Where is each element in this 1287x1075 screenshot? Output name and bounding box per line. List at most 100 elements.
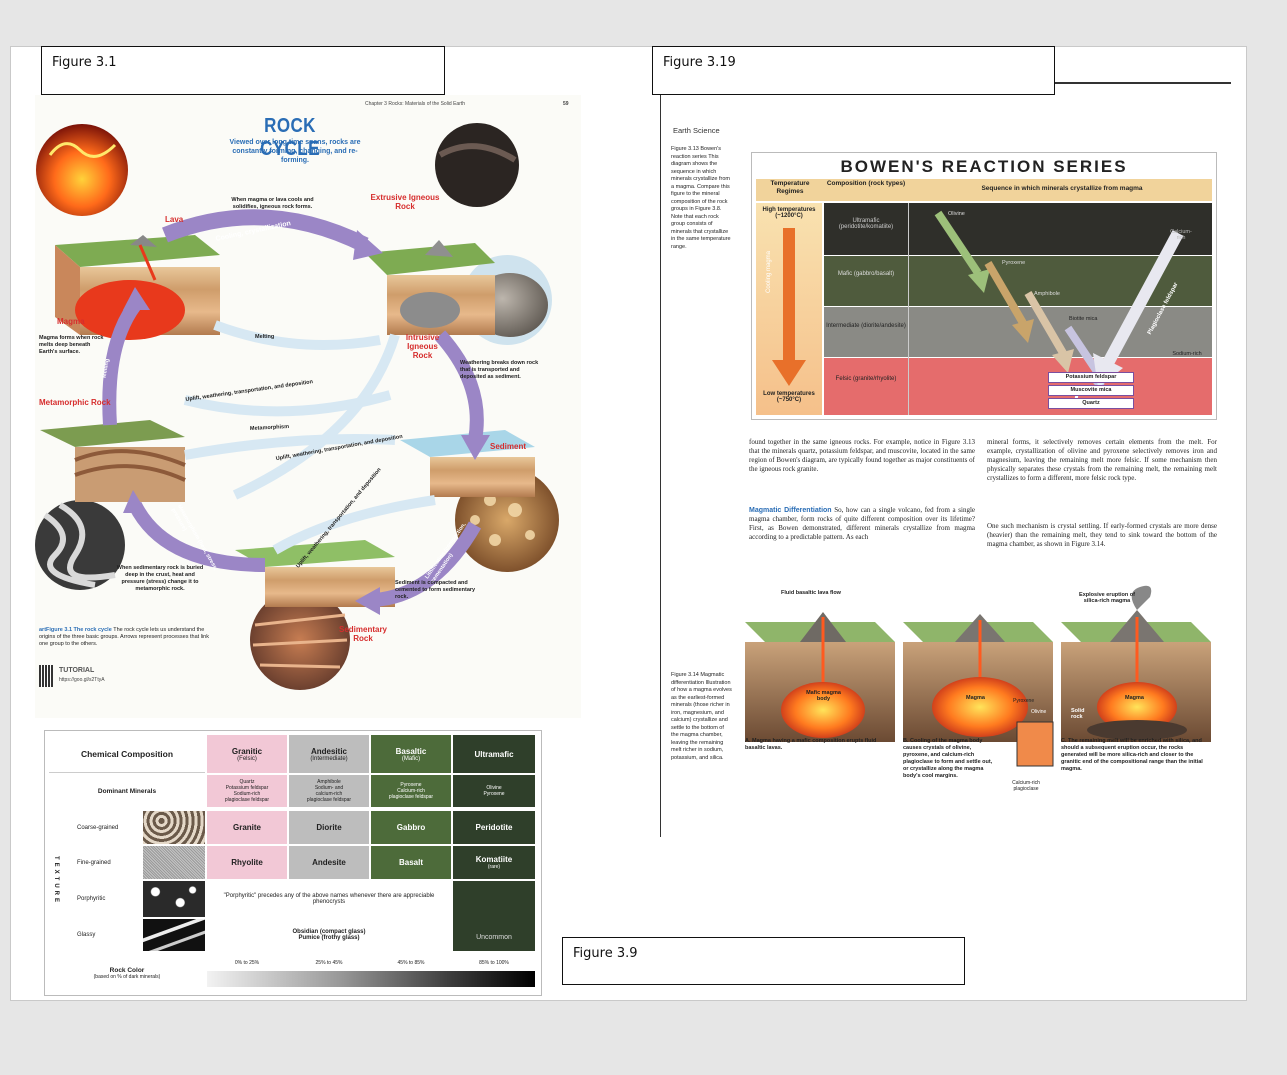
magmatic-diff-heading: Magmatic Differentiation — [749, 507, 832, 514]
obsidian-label: Obsidian (compact glass) — [292, 929, 366, 935]
glassy-cell: Obsidian (compact glass)Pumice (frothy g… — [207, 919, 451, 951]
rock-granite: Granite — [207, 811, 287, 844]
rock-color-sub: (based on % of dark minerals) — [93, 973, 161, 980]
rock-diorite: Diorite — [289, 811, 369, 844]
lava-label: Lava — [165, 215, 184, 224]
col-basaltic-name: Basaltic — [395, 746, 427, 756]
magma-label: Magma — [57, 317, 85, 326]
high-temp-label: High temperatures (~1200°C) — [762, 207, 816, 219]
chemical-composition-label: Chemical Composition — [49, 735, 205, 773]
pct-range-3: 85% to 100% — [479, 960, 509, 966]
fluid-basaltic-label: Fluid basaltic lava flow — [781, 590, 841, 596]
caption-head: artFigure 3.1 The rock cycle — [39, 627, 112, 633]
fine-texture-sample — [143, 846, 205, 879]
rock-komatiite-cell: Komatiite(rare) — [453, 846, 535, 879]
comp-felsic: Felsic (granite/rhyolite) — [835, 376, 897, 382]
divider — [908, 203, 909, 415]
band-ultramafic — [824, 203, 1212, 255]
band-felsic — [824, 358, 1212, 415]
weathering-note: Weathering breaks down rock that is tran… — [460, 360, 539, 380]
pct-range-1: 25% to 45% — [315, 960, 343, 966]
low-temp-label: Low temperatures (~750°C) — [763, 391, 815, 403]
comp-ultramafic: Ultramafic (peridotite/komatiite) — [838, 218, 894, 230]
qr-code-icon[interactable] — [39, 665, 53, 687]
magma-label-b: Magma — [966, 695, 985, 701]
porphyritic-note: "Porphyritic" precedes any of the above … — [223, 893, 435, 905]
meta-note: When sedimentary rock is buried deep in … — [116, 565, 204, 592]
minerals-granitic: Quartz Potassium feldspar Sodium-rich pl… — [207, 775, 287, 807]
body-right-para1: mineral forms, it selectively removes ce… — [987, 438, 1217, 482]
coarse-texture-sample — [143, 811, 205, 844]
body-right-para2: One such mechanism is crystal settling. … — [987, 522, 1217, 548]
caption-a: A. Magma having a mafic composition erup… — [745, 738, 877, 751]
magma-note: Magma forms when rock melts deep beneath… — [39, 335, 104, 355]
col-granitic-name: Granitic — [231, 746, 263, 756]
pyroxene-crystal-label: Pyroxene — [1013, 698, 1035, 704]
running-head: Earth Science — [673, 126, 720, 135]
pct-range-0: 0% to 25% — [234, 960, 260, 966]
rock-cycle-figure: Chapter 3 Rocks: Materials of the Solid … — [35, 95, 581, 718]
calcium-rich-label: Calcium-rich — [1170, 229, 1192, 241]
bowen-side-caption: Figure 3.13 Bowen's reaction series This… — [671, 146, 731, 250]
figure-3-9-label[interactable]: Figure 3.9 — [562, 937, 965, 985]
magmatic-diff-text: So, how can a single volcano, fed from a… — [749, 506, 975, 541]
rock-cycle-artwork — [35, 123, 559, 690]
glassy-texture-sample — [143, 919, 205, 951]
explosive-label: Explosive eruption of silica-rich magma — [1079, 592, 1135, 604]
quartz-box: Quartz — [1048, 398, 1134, 409]
body-left-para2: Magmatic Differentiation So, how can a s… — [749, 506, 975, 542]
bowen-title: BOWEN'S REACTION SERIES — [840, 157, 1128, 176]
calcium-plag-label: Calcium-rich plagioclase — [1012, 780, 1040, 792]
magmatic-differentiation-figure — [745, 585, 1211, 767]
pct-range-2: 45% to 85% — [397, 960, 425, 966]
rock-peridotite: Peridotite — [453, 811, 535, 844]
melting-mid-label: Melting — [255, 334, 275, 340]
porphyritic-texture-sample — [143, 881, 205, 917]
page-number: 59 — [563, 101, 569, 107]
mafic-body-label: Mafic magma body — [806, 690, 841, 702]
bowen-page: Earth Science Figure 3.13 Bowen's reacti… — [661, 92, 1231, 836]
comp-intermediate: Intermediate (diorite/andesite) — [826, 323, 906, 329]
biotite-label: Biotite mica — [1069, 316, 1098, 322]
sodium-rich-label: Sodium-rich — [1172, 351, 1202, 357]
sedimentary-label: Sedimentary Rock — [338, 625, 388, 643]
minerals-ultramafic: Olivine Pyroxene — [453, 775, 535, 807]
cooling-note: When magma or lava cools and solidifies,… — [231, 197, 314, 210]
olivine-crystal-label: Olivine — [1031, 709, 1047, 715]
dominant-minerals-label: Dominant Minerals — [97, 787, 157, 795]
row-glassy-label: Glassy — [77, 932, 96, 938]
bowen-chart: BOWEN'S REACTION SERIES Temperature Regi… — [751, 152, 1217, 420]
komatiite-rare: (rare) — [487, 864, 501, 870]
extrusive-label: Extrusive Igneous Rock — [370, 193, 440, 211]
k-feldspar-box: Potassium feldspar — [1048, 372, 1134, 383]
rock-cycle-subtitle: Viewed over long time spans, rocks are c… — [229, 139, 361, 164]
col-temperature: Temperature Regimes — [770, 180, 810, 195]
bowen-header-row — [756, 179, 1212, 201]
col-basaltic-header: Basaltic(Mafic) — [371, 735, 451, 773]
col-ultramafic-header: Ultramafic — [453, 735, 535, 773]
rock-komatiite: Komatiite — [475, 855, 513, 864]
caption-text: The rock cycle lets us understand the or… — [39, 627, 209, 647]
tutorial-url[interactable]: https://goo.gl/s2TtyA — [59, 677, 105, 683]
minerals-basaltic: Pyroxene Calcium-rich plagioclase feldsp… — [371, 775, 451, 807]
col-sequence: Sequence in which minerals crystallize f… — [981, 185, 1143, 192]
rock-andesite: Andesite — [289, 846, 369, 879]
body-left-para1: found together in the same igneous rocks… — [749, 438, 975, 473]
pumice-label: Pumice (frothy glass) — [298, 935, 360, 941]
figure-3-19-label[interactable]: Figure 3.19 — [652, 46, 1055, 95]
muscovite-box: Muscovite mica — [1048, 385, 1134, 396]
row-fine-label: Fine-grained — [77, 859, 111, 866]
row-coarse-label: Coarse-grained — [77, 824, 119, 831]
rock-color-gradient-bar — [207, 971, 535, 987]
col-basaltic-sub: (Mafic) — [401, 755, 421, 762]
header-rule — [1055, 82, 1231, 84]
igneous-rock-classification-table: Chemical Composition Granitic(Felsic) An… — [44, 730, 542, 996]
texture-label: TEXTURE — [53, 856, 59, 906]
amphibole-label: Amphibole — [1034, 291, 1060, 297]
rock-rhyolite: Rhyolite — [207, 846, 287, 879]
intrusive-label: Intrusive Igneous Rock — [405, 333, 440, 360]
side-caption-2: Figure 3.14 Magmatic differentiation Ill… — [671, 672, 732, 761]
figure-3-1-label[interactable]: Figure 3.1 — [41, 46, 445, 95]
col-andesitic-name: Andesitic — [310, 746, 347, 756]
col-granitic-sub: (Felsic) — [237, 755, 257, 762]
